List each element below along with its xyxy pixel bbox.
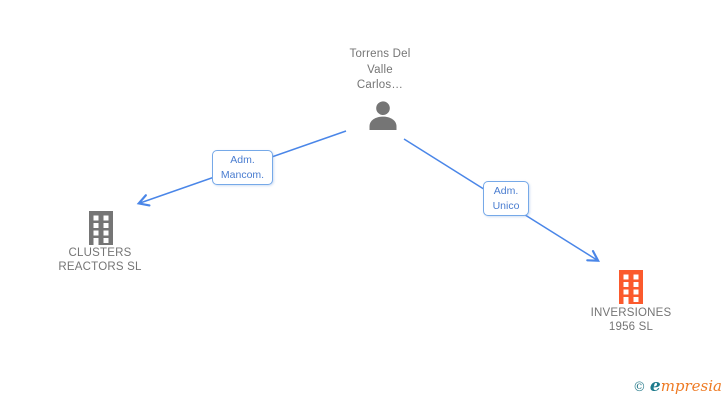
user-icon (369, 101, 397, 130)
company-name-line: CLUSTERS (68, 247, 132, 259)
building-icon (89, 211, 113, 245)
brand-initial: e (649, 376, 661, 396)
brand-text: empresia (650, 376, 722, 396)
building-icon (619, 270, 643, 304)
company-name-line: INVERSIONES (590, 307, 672, 319)
person-name-line: Torrens Del (349, 48, 411, 60)
edge-label-line: Mancom. (220, 168, 265, 181)
company-node-clusters[interactable] (86, 211, 116, 245)
edge-label-line: Adm. (230, 154, 255, 166)
company-name-line: REACTORS SL (58, 260, 142, 273)
company-name-line: 1956 SL (608, 320, 654, 333)
company-label-inversiones[interactable]: INVERSIONES 1956 SL (571, 307, 691, 334)
edge-label-adm-mancom[interactable]: Adm. Mancom. (212, 150, 273, 185)
person-node[interactable] (368, 101, 398, 130)
edge-label-line: Adm. (493, 185, 519, 197)
person-name-line: Carlos… (356, 79, 404, 91)
company-label-clusters[interactable]: CLUSTERS REACTORS SL (40, 247, 160, 274)
brand-rest: mpresia (660, 377, 722, 395)
person-node-label[interactable]: Torrens Del Valle Carlos… (320, 47, 440, 94)
edge-label-line: Unico (492, 199, 520, 212)
person-name-line: Valle (367, 63, 393, 76)
company-node-inversiones[interactable] (616, 270, 646, 304)
edge-label-adm-unico[interactable]: Adm. Unico (483, 181, 529, 216)
empresia-logo[interactable]: © empresia (633, 376, 722, 396)
copyright-icon: © (632, 380, 646, 395)
